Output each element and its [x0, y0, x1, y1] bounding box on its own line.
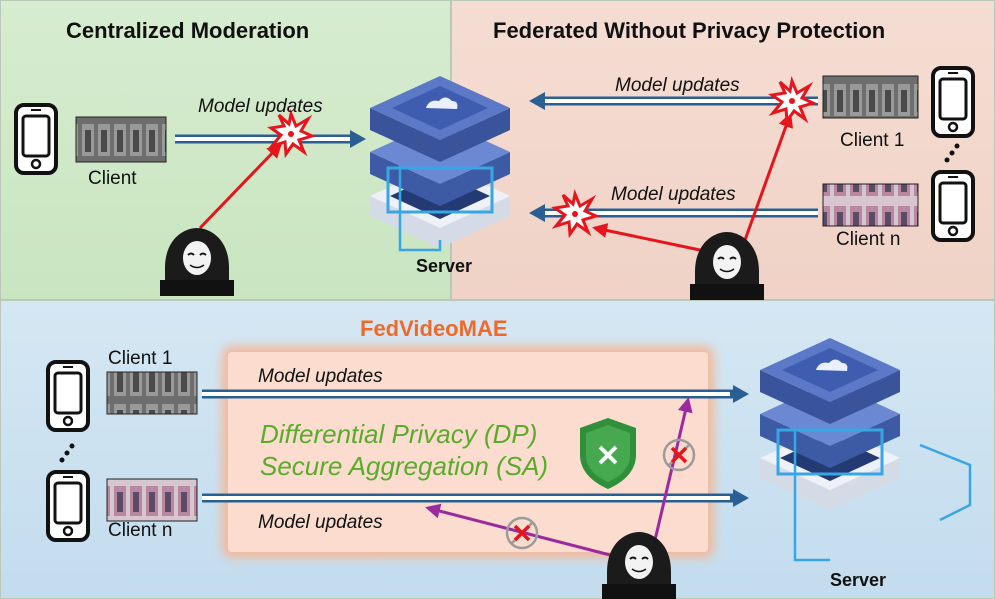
shield-icon: [580, 418, 636, 489]
clientn-video-frames: [822, 183, 919, 227]
server-connector-line: [398, 165, 442, 252]
clientn-phone-icon-fedvideo: [46, 470, 90, 542]
model-update-arrowhead-bottom: [529, 204, 545, 222]
server-connector-line-fedvideo: [793, 430, 830, 562]
client1-phone-icon: [931, 66, 975, 138]
fedvideomae-update-label-top: Model updates: [258, 366, 383, 387]
client1-phone-icon-fedvideo: [46, 360, 90, 432]
fedvideomae-client1-label: Client 1: [108, 348, 173, 369]
explosion-icon-bottom: [553, 192, 598, 236]
federated-update-label-bottom: Model updates: [611, 184, 736, 205]
server-icon-fedvideo: [758, 336, 902, 512]
clientn-phone-icon: [931, 170, 975, 242]
model-update-arrowhead: [350, 130, 366, 148]
hacker-icon-federated: [689, 231, 765, 301]
hacker-icon-fedvideo: [601, 531, 677, 599]
ellipsis-dots-fedvideo: [59, 443, 75, 463]
attack-arrow-top: [743, 112, 793, 241]
clientn-video-frames-fedvideo: [106, 478, 198, 522]
dp-label: Differential Privacy (DP): [260, 419, 538, 449]
federated-title: Federated Without Privacy Protection: [493, 18, 886, 43]
explosion-icon-top: [770, 79, 815, 123]
blocked-attack-arrow-up: [653, 397, 693, 541]
client-phone-icon: [14, 103, 58, 175]
model-update-arrowhead-fv-bottom: [733, 489, 749, 507]
federated-clientn-label: Client n: [836, 229, 901, 250]
federated-client1-label: Client 1: [840, 130, 905, 151]
hacker-icon: [159, 227, 235, 297]
ellipsis-dots: [944, 143, 960, 163]
client1-video-frames-fedvideo: [106, 371, 198, 415]
server-icon: [368, 74, 512, 250]
centralized-update-label: Model updates: [198, 96, 323, 117]
federated-update-label-top: Model updates: [615, 75, 740, 96]
model-update-arrowhead-fv-top: [733, 385, 749, 403]
fedvideomae-title: FedVideoMAE: [360, 316, 508, 341]
sa-label: Secure Aggregation (SA): [260, 451, 549, 481]
client1-video-frames: [822, 75, 919, 119]
blocked-icon-lower: [505, 516, 539, 550]
fedvideomae-server-label: Server: [830, 570, 887, 590]
centralized-title: Centralized Moderation: [66, 18, 310, 43]
model-update-arrowhead-top: [529, 92, 545, 110]
client-video-frames: [75, 116, 167, 163]
centralized-server-label: Server: [416, 256, 473, 276]
fedvideomae-update-label-bottom: Model updates: [258, 512, 383, 533]
fedvideomae-clientn-label: Client n: [108, 520, 173, 541]
attack-arrow: [198, 142, 283, 230]
centralized-client-label: Client: [88, 168, 137, 189]
attack-arrow-bottom: [592, 223, 701, 252]
server-connector-line-fedvideo-right: [919, 443, 972, 522]
